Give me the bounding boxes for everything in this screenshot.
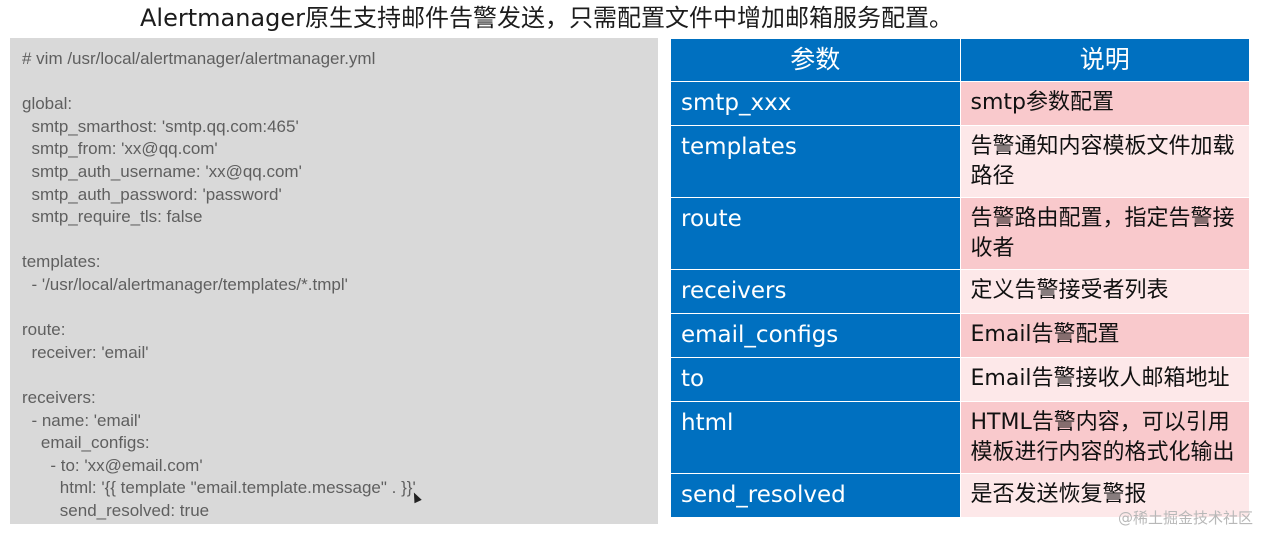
table-row: templates 告警通知内容模板文件加载路径 — [670, 125, 1250, 198]
param-key: templates — [670, 125, 961, 198]
table-row: html HTML告警内容，可以引用模板进行内容的格式化输出 — [670, 401, 1250, 474]
table-header-row: 参数 说明 — [670, 38, 1250, 82]
table-row: to Email告警接收人邮箱地址 — [670, 357, 1250, 402]
code-line: email_configs: — [22, 433, 150, 453]
table-row: email_configs Email告警配置 — [670, 313, 1250, 358]
table-row: route 告警路由配置，指定告警接收者 — [670, 197, 1250, 270]
param-desc: 是否发送恢复警报 — [959, 473, 1250, 518]
param-desc: 告警路由配置，指定告警接收者 — [959, 197, 1250, 270]
param-desc: 定义告警接受者列表 — [959, 269, 1250, 314]
code-line: - '/usr/local/alertmanager/templates/*.t… — [22, 274, 348, 294]
table-row: send_resolved 是否发送恢复警报 — [670, 473, 1250, 518]
param-desc: smtp参数配置 — [959, 81, 1250, 126]
code-line: smtp_from: 'xx@qq.com' — [22, 139, 218, 159]
param-desc: HTML告警内容，可以引用模板进行内容的格式化输出 — [959, 401, 1250, 474]
code-line: send_resolved: true — [22, 500, 210, 520]
code-line: route: — [22, 320, 66, 340]
param-key: to — [670, 357, 961, 402]
param-key: html — [670, 401, 961, 474]
slide-title: Alertmanager原生支持邮件告警发送，只需配置文件中增加邮箱服务配置。 — [140, 4, 953, 32]
code-line: - to: 'xx@email.com' — [22, 455, 203, 475]
header-param: 参数 — [670, 38, 961, 82]
param-desc: 告警通知内容模板文件加载路径 — [959, 125, 1250, 198]
param-key: route — [670, 197, 961, 270]
parameter-table: 参数 说明 smtp_xxx smtp参数配置 templates 告警通知内容… — [670, 38, 1250, 518]
code-panel: # vim /usr/local/alertmanager/alertmanag… — [10, 38, 658, 524]
code-line: receivers: — [22, 387, 96, 407]
param-desc: Email告警接收人邮箱地址 — [959, 357, 1250, 402]
code-line: # vim /usr/local/alertmanager/alertmanag… — [22, 49, 376, 68]
code-line — [22, 297, 646, 320]
param-key: send_resolved — [670, 473, 961, 518]
table-row: receivers 定义告警接受者列表 — [670, 269, 1250, 314]
code-line: - name: 'email' — [22, 410, 141, 430]
code-line: templates: — [22, 252, 101, 272]
code-line: smtp_auth_password: 'password' — [22, 184, 282, 204]
watermark: @稀土掘金技术社区 — [1117, 509, 1253, 527]
param-key: smtp_xxx — [670, 81, 961, 126]
code-line — [22, 364, 646, 387]
param-key: email_configs — [670, 313, 961, 358]
code-line: smtp_require_tls: false — [22, 207, 203, 227]
code-line — [22, 71, 646, 94]
table-row: smtp_xxx smtp参数配置 — [670, 81, 1250, 126]
code-line: html: '{{ template "email.template.messa… — [22, 478, 416, 498]
code-line: smtp_auth_username: 'xx@qq.com' — [22, 161, 302, 181]
param-desc: Email告警配置 — [959, 313, 1250, 358]
code-line: global: — [22, 94, 73, 114]
code-line — [22, 229, 646, 252]
code-line: receiver: 'email' — [22, 342, 149, 362]
code-line: smtp_smarthost: 'smtp.qq.com:465' — [22, 116, 299, 136]
header-description: 说明 — [959, 38, 1250, 82]
param-key: receivers — [670, 269, 961, 314]
